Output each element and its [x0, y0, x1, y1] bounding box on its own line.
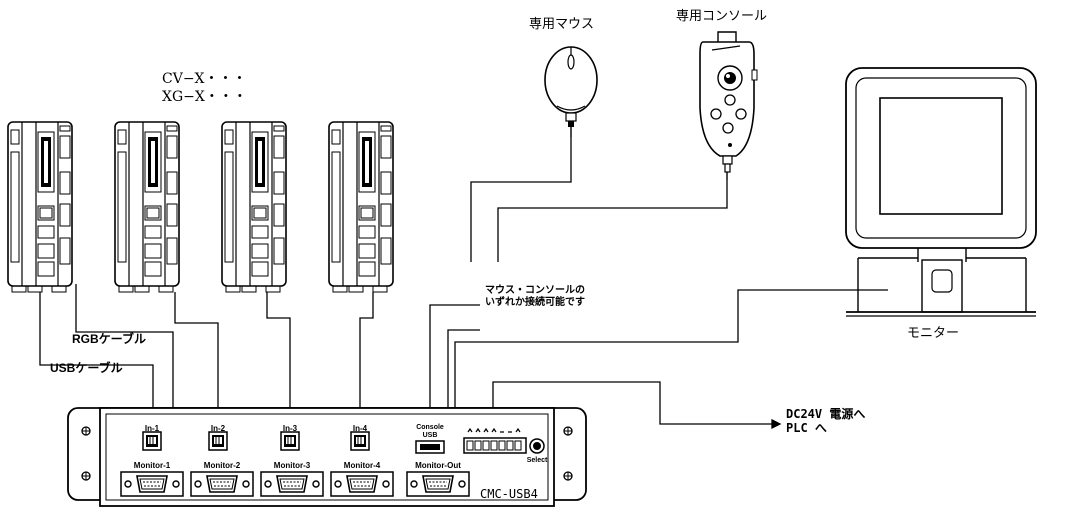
monitor-label: モニター — [907, 326, 959, 341]
input-label-1: In-1 — [145, 424, 160, 433]
unit-name-label: CMC-USB4 — [480, 487, 538, 501]
connect-note-line1: マウス・コンソールの — [485, 284, 585, 296]
monitor-label-4: Monitor-4 — [344, 461, 381, 470]
dedicated-console-label: 専用コンソール — [676, 9, 767, 24]
controller-cables — [39, 284, 374, 422]
monitor-label-2: Monitor-2 — [204, 461, 241, 470]
input-port-3 — [280, 431, 300, 451]
input-label-4: In-4 — [353, 424, 368, 433]
controller-unit-4 — [328, 121, 394, 293]
controller-unit-2 — [114, 121, 180, 293]
input-label-2: In-2 — [211, 424, 226, 433]
monitor-label-1: Monitor-1 — [134, 461, 171, 470]
monitor-port-2 — [190, 471, 254, 497]
input-port-2 — [208, 431, 228, 451]
input-port-1 — [142, 431, 162, 451]
mouse-icon — [544, 46, 598, 137]
power-plc-cable — [492, 381, 782, 430]
connect-note-line2: いずれか接続可能です — [485, 295, 585, 308]
input-label-3: In-3 — [283, 424, 298, 433]
monitor-port-1 — [120, 471, 184, 497]
cv-series-label: CV−X・・・ — [162, 71, 247, 87]
console-usb-label-line1: Console — [416, 424, 444, 431]
controller-unit-3 — [221, 121, 287, 293]
select-label: Select — [527, 457, 548, 464]
monitor-label-3: Monitor-3 — [274, 461, 311, 470]
rgb-cable-label: RGBケーブル — [72, 331, 146, 346]
console-usb-port — [415, 440, 445, 454]
monitor-port-3 — [260, 471, 324, 497]
dc24v-label: DC24V 電源へ — [786, 406, 865, 421]
monitor-out-label: Monitor-Out — [415, 461, 461, 470]
xg-series-label: XG−X・・・ — [162, 89, 247, 105]
plc-label: PLC へ — [786, 421, 827, 435]
input-port-4 — [350, 431, 370, 451]
console-icon — [699, 31, 758, 180]
monitor-port-4 — [330, 471, 394, 497]
console-usb-label-line2: USB — [423, 432, 438, 439]
monitor-cable — [454, 289, 888, 468]
terminal-block — [463, 427, 527, 454]
monitor-icon — [845, 67, 1037, 317]
select-button-icon — [529, 438, 545, 454]
mouse-console-cables — [470, 137, 728, 262]
dedicated-mouse-label: 専用マウス — [529, 17, 594, 32]
usb-cable-label: USBケーブル — [50, 360, 123, 375]
controller-unit-1 — [7, 121, 73, 293]
monitor-out-port — [406, 471, 470, 497]
